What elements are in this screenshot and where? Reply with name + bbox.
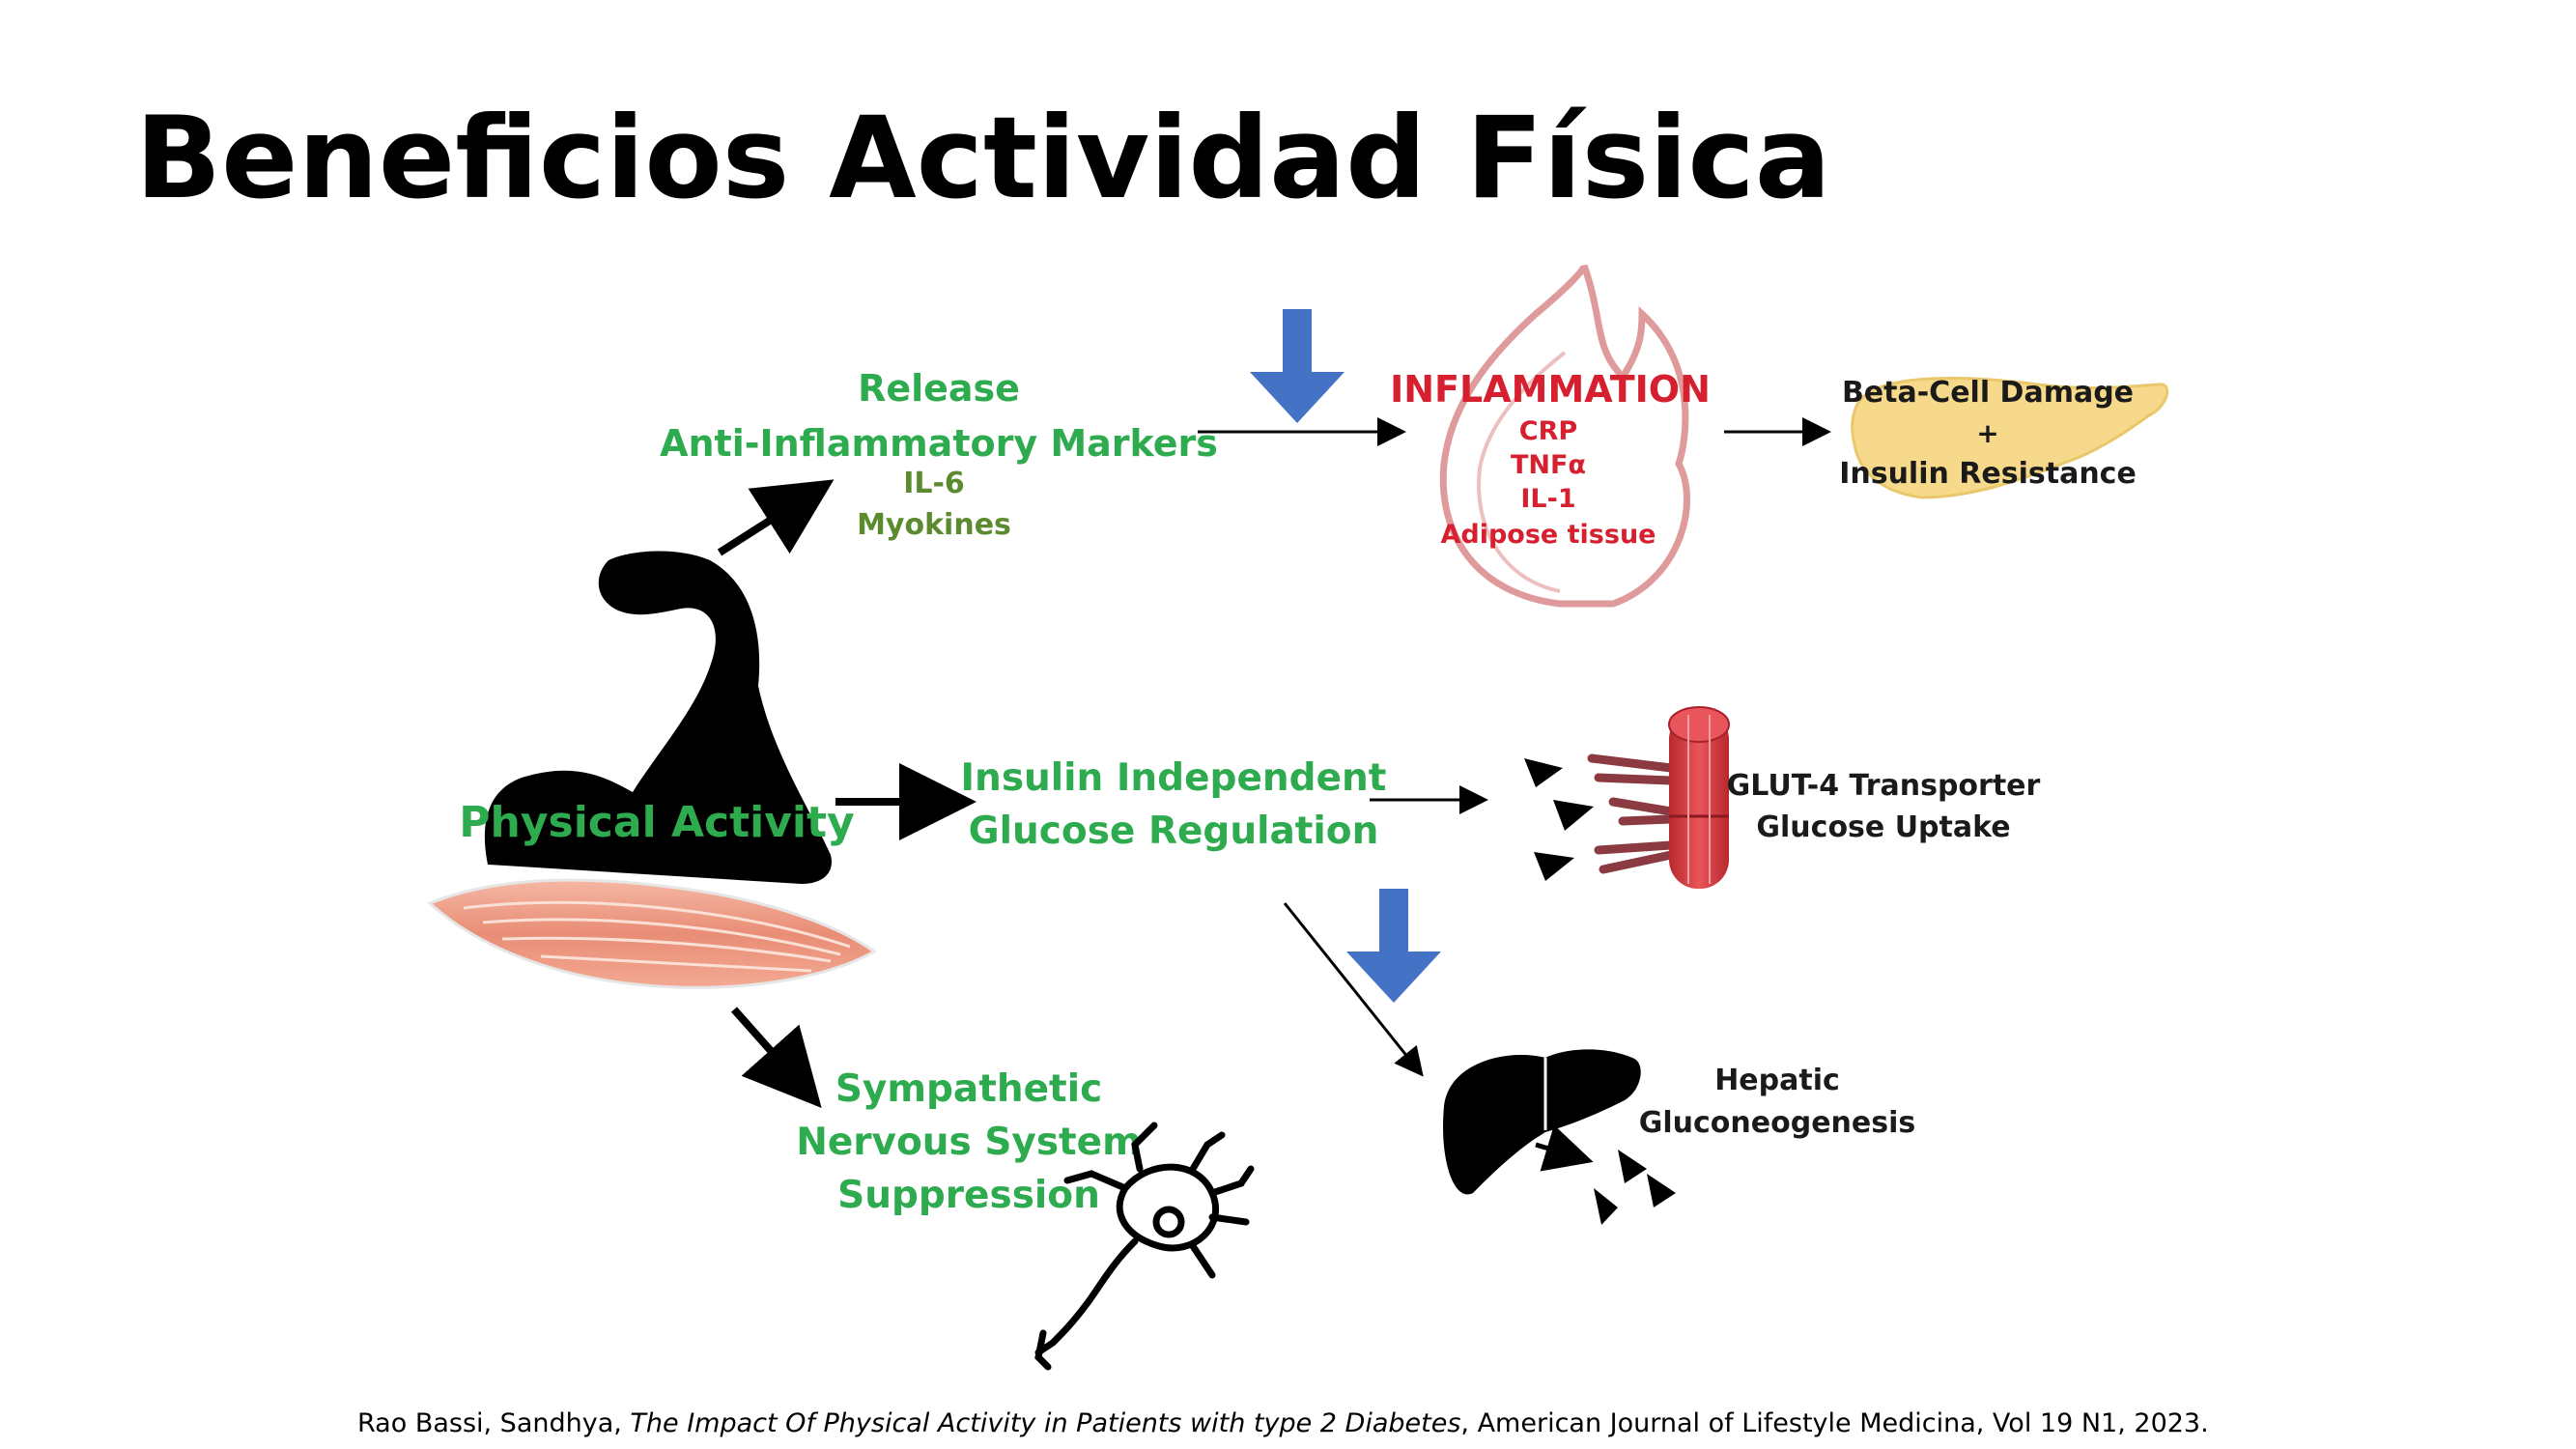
glucose-regulation-label: Glucose Regulation bbox=[969, 810, 1379, 853]
glut4-transporter-icon bbox=[1587, 753, 1676, 874]
physical-activity-label: Physical Activity bbox=[459, 798, 854, 847]
flexed-arm-icon bbox=[484, 551, 832, 884]
inflammation-label: INFLAMMATION bbox=[1390, 368, 1711, 411]
il6-label: IL-6 bbox=[903, 467, 965, 500]
hepatic-label: Hepatic bbox=[1714, 1064, 1840, 1097]
tnf-alpha-label: TNFα bbox=[1511, 450, 1586, 480]
arrow-to-liver bbox=[1283, 902, 1424, 1077]
glucose-output-icon bbox=[1594, 1150, 1676, 1225]
muscle-icon bbox=[427, 878, 877, 989]
glucose-molecules-icon bbox=[1524, 758, 1594, 881]
neuron-icon bbox=[1034, 1122, 1255, 1371]
glut4-transporter-label: GLUT-4 Transporter bbox=[1727, 769, 2041, 803]
beta-cell-damage-label: Beta-Cell Damage bbox=[1842, 376, 2134, 410]
muscle-fiber-icon bbox=[1668, 706, 1730, 889]
il1-label: IL-1 bbox=[1520, 484, 1575, 514]
adipose-tissue-label: Adipose tissue bbox=[1441, 520, 1656, 550]
citation-rest: , American Journal of Lifestyle Medicina… bbox=[1460, 1408, 2209, 1438]
insulin-independent-label: Insulin Independent bbox=[961, 756, 1387, 800]
liver-output-arrow bbox=[1535, 1124, 1594, 1172]
citation: Rao Bassi, Sandhya, The Impact Of Physic… bbox=[357, 1408, 2289, 1438]
nervous-system-label: Nervous System bbox=[796, 1121, 1142, 1164]
anti-inflammatory-markers-label: Anti-Inflammatory Markers bbox=[660, 422, 1218, 465]
arrow-to-anti-inflammatory bbox=[717, 479, 835, 556]
crp-label: CRP bbox=[1519, 416, 1577, 446]
insulin-resistance-label: Insulin Resistance bbox=[1839, 457, 2137, 491]
glucose-uptake-label: Glucose Uptake bbox=[1756, 810, 2010, 844]
suppression-label: Suppression bbox=[837, 1174, 1100, 1217]
arrow-to-sympathetic bbox=[731, 1007, 822, 1108]
decrease-arrow-icon bbox=[1250, 309, 1345, 423]
citation-authors: Rao Bassi, Sandhya, bbox=[357, 1408, 631, 1438]
citation-title: The Impact Of Physical Activity in Patie… bbox=[630, 1408, 1461, 1438]
slide-title: Beneficios Actividad Física bbox=[135, 92, 1831, 224]
pancreas-icon bbox=[1851, 376, 2169, 499]
decrease-arrow-icon-2 bbox=[1346, 889, 1441, 1003]
release-label: Release bbox=[858, 367, 1020, 410]
flame-icon bbox=[1439, 264, 1690, 608]
plus-label: + bbox=[1976, 417, 1998, 449]
myokines-label: Myokines bbox=[857, 508, 1011, 542]
sympathetic-label: Sympathetic bbox=[835, 1067, 1102, 1111]
gluconeogenesis-label: Gluconeogenesis bbox=[1639, 1106, 1916, 1140]
liver-icon bbox=[1443, 1049, 1641, 1195]
